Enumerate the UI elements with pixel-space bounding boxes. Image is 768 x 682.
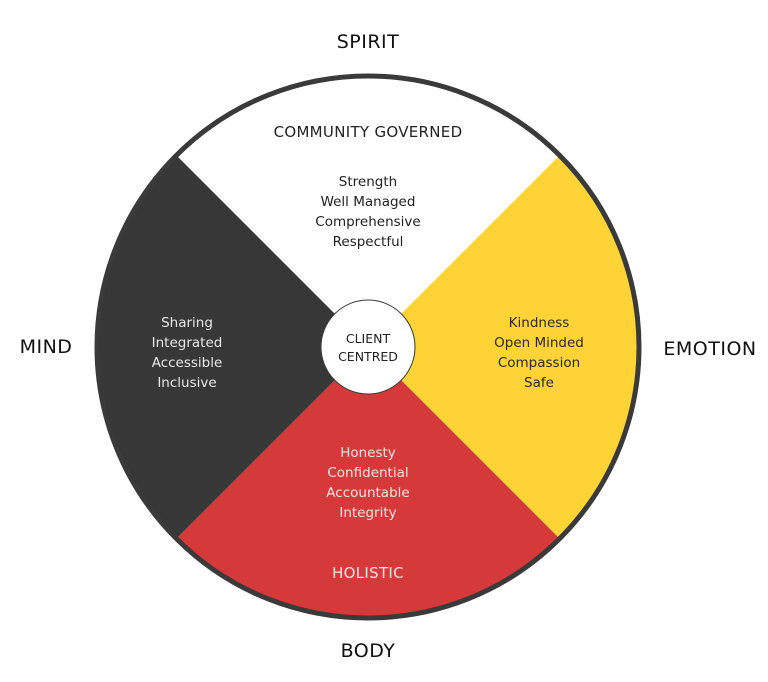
quadrant-value: Strength	[339, 174, 397, 190]
quadrant-heading-holistic: HOLISTIC	[332, 564, 404, 582]
quadrant-spirit	[176, 76, 560, 347]
quadrant-value: Compassion	[498, 355, 580, 371]
quadrant-emotion	[368, 155, 639, 539]
center-label-line1: CLIENT	[346, 331, 391, 346]
direction-label-body: BODY	[341, 640, 396, 662]
quadrant-value: Open Minded	[494, 335, 584, 351]
direction-label-mind: MIND	[20, 336, 73, 358]
quadrant-heading-community-governed: COMMUNITY GOVERNED	[274, 123, 463, 141]
center-label-line2: CENTRED	[338, 349, 398, 364]
quadrant-body	[176, 347, 560, 618]
center-circle	[320, 299, 416, 395]
quadrant-value: Respectful	[333, 234, 404, 250]
quadrant-value: Integrity	[339, 505, 396, 521]
quadrant-value: Integrated	[152, 335, 223, 351]
quadrant-value: Accessible	[152, 355, 223, 371]
wheel-outline	[94, 73, 642, 621]
direction-label-spirit: SPIRIT	[337, 31, 400, 53]
quadrant-value: Kindness	[509, 315, 570, 331]
quadrant-value: Confidential	[327, 465, 408, 481]
quadrant-value: Accountable	[326, 485, 409, 501]
quadrant-value: Well Managed	[321, 194, 416, 210]
quadrant-value: Sharing	[161, 315, 213, 331]
quadrant-value: Inclusive	[157, 375, 216, 391]
quadrant-value: Honesty	[340, 445, 396, 461]
quadrant-value: Safe	[524, 375, 554, 391]
direction-label-emotion: EMOTION	[663, 338, 756, 360]
quadrant-value: Comprehensive	[315, 214, 420, 230]
quadrant-mind	[97, 155, 368, 539]
